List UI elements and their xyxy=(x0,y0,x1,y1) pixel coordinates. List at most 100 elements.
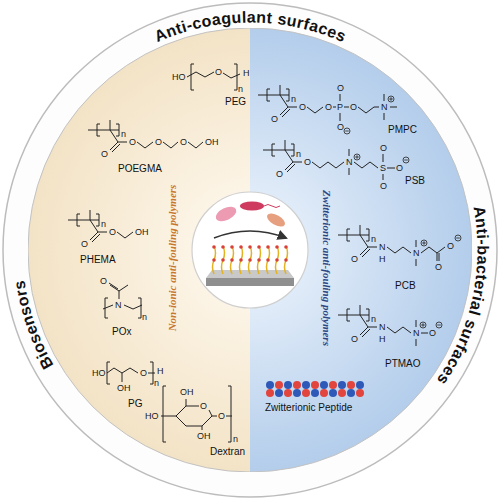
atom-label-holder: O xyxy=(81,239,88,249)
surface-illustration xyxy=(230,245,234,249)
surface-illustration xyxy=(248,245,252,249)
polymer-name: POEGMA xyxy=(118,163,162,175)
ring-letter: - xyxy=(474,239,490,245)
atom-label-holder: O xyxy=(100,276,107,286)
charge-symbol xyxy=(456,238,460,239)
surface-illustration xyxy=(221,245,225,249)
polymer-name: Zwitterionic Peptide xyxy=(265,402,352,414)
atom-label: O xyxy=(155,137,162,147)
surface-illustration xyxy=(275,258,279,262)
atom-label-holder: N xyxy=(413,248,420,258)
atom-label: H xyxy=(379,334,386,344)
atom-label: O xyxy=(271,114,278,124)
atom-label-holder: HO xyxy=(92,368,106,378)
peptide-beads xyxy=(347,389,355,397)
peptide-beads xyxy=(356,389,364,397)
atom-label-holder: O xyxy=(276,169,283,179)
atom-label-holder: O xyxy=(271,114,278,124)
surface-illustration xyxy=(206,278,294,286)
surface-illustration xyxy=(240,246,243,274)
surface-illustration xyxy=(231,246,234,274)
peptide-beads xyxy=(275,381,283,389)
surface-illustration xyxy=(276,246,279,274)
atom-label: N xyxy=(346,157,353,167)
atom-label: H xyxy=(243,68,250,78)
atom-label: n xyxy=(233,434,238,444)
polymer-name-holder: POx xyxy=(112,326,131,338)
surface-illustration xyxy=(284,258,288,262)
atom-label: O xyxy=(200,401,207,411)
atom-label: O xyxy=(81,239,88,249)
atom-label: O xyxy=(100,276,107,286)
peptide-beads xyxy=(320,389,328,397)
surface-illustration xyxy=(213,246,216,274)
surface-illustration xyxy=(258,246,261,274)
polymer-name-holder: PCB xyxy=(395,280,416,292)
atom-label-holder: OH xyxy=(205,137,219,147)
atom-label: O xyxy=(129,137,136,147)
atom-label-holder: N xyxy=(381,102,388,112)
atom-label-holder: O xyxy=(304,157,311,167)
ring-letter: a xyxy=(247,9,256,25)
atom-label-holder: O xyxy=(200,401,207,411)
atom-label-holder: N xyxy=(379,242,386,252)
atom-label-holder: O xyxy=(396,163,403,173)
surface-illustration xyxy=(257,245,261,249)
atom-label-holder: n xyxy=(142,312,147,322)
ring-letter: n xyxy=(472,217,489,229)
atom-label-holder: O xyxy=(380,181,387,191)
atom-label: O xyxy=(215,67,222,77)
polymer-name: POx xyxy=(112,326,131,338)
ring-letter: A xyxy=(471,205,489,219)
atom-label: O xyxy=(109,227,116,237)
polymer-name-holder: Dextran xyxy=(210,446,245,458)
polymer-name-holder: PG xyxy=(128,398,142,410)
surface-illustration xyxy=(214,231,286,238)
atom-label: n xyxy=(101,219,106,229)
atom-label-holder: O xyxy=(351,334,358,344)
half-disc xyxy=(28,28,250,472)
atom-label: O xyxy=(429,328,436,338)
ring-letter: a xyxy=(211,11,222,28)
atom-label-holder: HO xyxy=(145,411,159,421)
atom-label: O xyxy=(380,143,387,153)
peptide-beads xyxy=(284,389,292,397)
atom-label-holder: OH xyxy=(117,383,131,393)
atom-label-holder: n xyxy=(101,219,106,229)
surface-illustration xyxy=(212,258,216,262)
atom-label: N xyxy=(381,102,388,112)
surface-illustration xyxy=(212,245,288,262)
peptide-beads xyxy=(329,381,337,389)
ring-letter: c xyxy=(473,264,490,274)
ring-outline xyxy=(3,3,497,497)
atom-label: n xyxy=(296,149,301,159)
polymer-class-label: Non-ionic anti-fouling polymers xyxy=(165,185,179,332)
atom-label: n xyxy=(291,94,296,104)
surface-illustration xyxy=(257,258,261,262)
atom-label-holder: O xyxy=(447,241,454,251)
atom-label-holder: N xyxy=(413,328,420,338)
atom-label: OH xyxy=(117,383,131,393)
surface-illustration xyxy=(239,245,243,249)
atom-label-holder: OH xyxy=(197,431,211,441)
atom-label-holder: O xyxy=(380,143,387,153)
atom-label-holder: N xyxy=(346,157,353,167)
atom-label: H xyxy=(379,254,386,264)
atom-label: O xyxy=(396,163,403,173)
atom-label: HO xyxy=(172,72,186,82)
surface-illustration xyxy=(249,246,252,274)
ring-letter: n xyxy=(256,10,267,26)
atom-label: OH xyxy=(180,387,194,397)
surface-illustration xyxy=(275,245,279,249)
atom-label-holder: O xyxy=(101,149,108,159)
peptide-beads xyxy=(302,389,310,397)
atom-label: HO xyxy=(145,411,159,421)
atom-label: S xyxy=(380,163,386,173)
atom-label: OH xyxy=(135,227,149,237)
surface-illustration xyxy=(240,202,264,211)
ring-letter: u xyxy=(231,10,242,27)
ring-label-holder: Biosensors xyxy=(12,280,57,372)
atom-label-holder: O xyxy=(140,368,147,378)
surface-illustration xyxy=(221,258,225,262)
polymer-name-holder: PSB xyxy=(405,175,425,187)
